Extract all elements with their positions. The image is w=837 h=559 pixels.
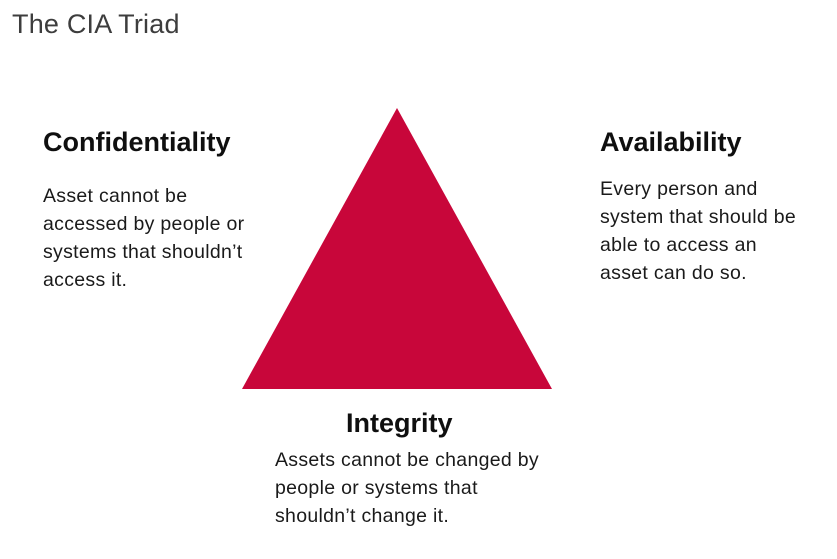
- availability-line: asset can do so.: [600, 262, 747, 284]
- confidentiality-line: Asset cannot be: [43, 185, 188, 207]
- confidentiality-description: Asset cannot be accessed by people or sy…: [43, 182, 244, 294]
- confidentiality-line: systems that shouldn’t: [43, 241, 243, 263]
- integrity-line: Assets cannot be changed by: [275, 449, 539, 471]
- integrity-description: Assets cannot be changed by people or sy…: [275, 446, 539, 530]
- page-title: The CIA Triad: [12, 9, 180, 39]
- availability-line: able to access an: [600, 234, 757, 256]
- integrity-line: shouldn’t change it.: [275, 505, 450, 527]
- integrity-line: people or systems that: [275, 477, 478, 499]
- confidentiality-line: accessed by people or: [43, 213, 245, 235]
- confidentiality-heading: Confidentiality: [43, 127, 231, 157]
- triad-triangle: [242, 108, 552, 389]
- confidentiality-line: access it.: [43, 269, 128, 291]
- availability-heading: Availability: [600, 127, 742, 157]
- availability-description: Every person and system that should be a…: [600, 175, 796, 287]
- availability-line: Every person and: [600, 178, 758, 200]
- availability-line: system that should be: [600, 206, 796, 228]
- integrity-heading: Integrity: [346, 408, 453, 438]
